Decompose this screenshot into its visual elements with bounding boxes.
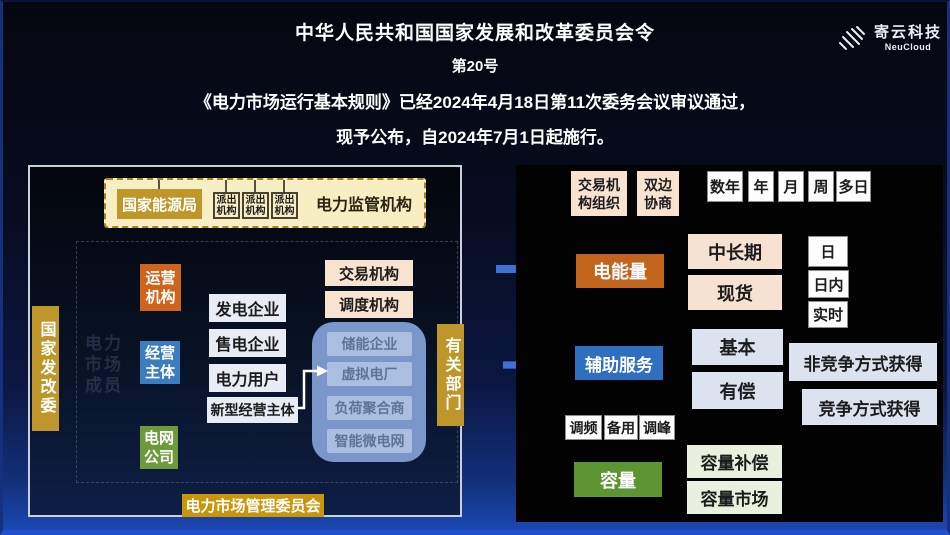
new-entity-box: 新型经营主体 <box>207 397 298 423</box>
announcement-line-2: 现予公布，自2024年7月1日起施行。 <box>336 128 614 147</box>
trading-org-box: 交易机构 <box>325 260 413 286</box>
day-box: 日 <box>808 236 848 267</box>
peak-regulation-box: 调峰 <box>639 415 675 440</box>
trade-mode-bilateral-box: 双边 协商 <box>637 171 679 216</box>
connector-tick <box>283 180 285 193</box>
reserve-box: 备用 <box>604 415 638 440</box>
dispatched-agency-box-1: 派出 机构 <box>213 192 240 219</box>
intraday-box: 日内 <box>808 270 849 298</box>
neucloud-logo-icon <box>839 26 865 50</box>
non-competitive-box: 非竞争方式获得 <box>789 343 937 381</box>
period-week-box: 周 <box>808 171 834 202</box>
market-members-panel: 电力 市场 成员 国家能源局 派出 机构 派出 机构 派出 机构 电力监管机构 … <box>28 165 464 517</box>
page-title: 中华人民共和国国家发展和改革委员会令 <box>294 23 655 44</box>
smart-microgrid-box: 智能微电网 <box>327 429 412 453</box>
connector-tick <box>254 180 256 193</box>
virtual-plant-box: 虚拟电厂 <box>327 362 412 386</box>
paid-service-box: 有偿 <box>692 372 783 409</box>
connector-tick <box>225 180 227 193</box>
regulator-group: 国家能源局 派出 机构 派出 机构 派出 机构 电力监管机构 <box>104 178 426 228</box>
basic-service-box: 基本 <box>692 329 783 365</box>
period-multi-day-box: 多日 <box>836 171 871 202</box>
sell-company-box: 售电企业 <box>209 329 286 357</box>
realtime-box: 实时 <box>808 301 848 328</box>
related-departments-vertical-box: 有关部门 <box>437 324 464 426</box>
capacity-box: 容量 <box>574 462 662 497</box>
period-multi-year-box: 数年 <box>707 171 743 202</box>
dispatched-agency-box-2: 派出 机构 <box>242 192 269 219</box>
power-user-box: 电力用户 <box>209 364 286 392</box>
load-aggregator-box: 负荷聚合商 <box>327 396 412 420</box>
grid-company-box: 电网 公司 <box>140 426 178 469</box>
dispatched-agency-box-3: 派出 机构 <box>271 192 298 219</box>
dispatch-org-box: 调度机构 <box>325 291 413 318</box>
power-regulator-label: 电力监管机构 <box>315 197 412 214</box>
period-month-box: 月 <box>778 171 804 202</box>
trade-mode-exchange-box: 交易机 构组织 <box>571 171 627 216</box>
order-number: 第20号 <box>451 58 499 75</box>
capacity-market-box: 容量市场 <box>687 481 782 514</box>
generation-company-box: 发电企业 <box>209 294 286 322</box>
ancillary-services-box: 辅助服务 <box>575 346 663 380</box>
market-committee-box: 电力市场管理委员会 <box>182 494 324 517</box>
logo-subname: NeuCloud <box>884 41 932 52</box>
title-block: 中华人民共和国国家发展和改革委员会令 第20号 《电力市场运行基本规则》已经20… <box>3 18 947 158</box>
capacity-compensation-box: 容量补偿 <box>687 445 782 478</box>
mid-long-term-box: 中长期 <box>688 234 782 269</box>
market-structure-panel: 交易机 构组织 双边 协商 数年 年 月 周 多日 电能量 中长期 现货 日 日… <box>516 165 943 522</box>
members-watermark: 电力 市场 成员 <box>85 334 123 395</box>
neucloud-logo: 寄云科技 NeuCloud <box>835 22 942 54</box>
connector-tick <box>158 180 160 193</box>
energy-volume-box: 电能量 <box>576 254 664 288</box>
logo-name: 寄云科技 <box>874 23 943 41</box>
storage-company-box: 储能企业 <box>327 332 412 356</box>
national-energy-administration-box: 国家能源局 <box>117 189 202 219</box>
competitive-box: 竞争方式获得 <box>802 389 937 425</box>
announcement-line-1: 《电力市场运行基本规则》已经2024年4月18日第11次委务会议审议通过， <box>194 93 756 112</box>
period-year-box: 年 <box>748 171 774 202</box>
operation-org-box: 运营 机构 <box>140 264 181 311</box>
business-entity-box: 经营 主体 <box>140 341 180 384</box>
ndrc-vertical-box: 国家发改委 <box>32 306 59 431</box>
new-entities-group: 储能企业 虚拟电厂 负荷聚合商 智能微电网 <box>312 322 426 462</box>
frequency-regulation-box: 调频 <box>565 415 602 440</box>
spot-market-box: 现货 <box>688 275 782 310</box>
